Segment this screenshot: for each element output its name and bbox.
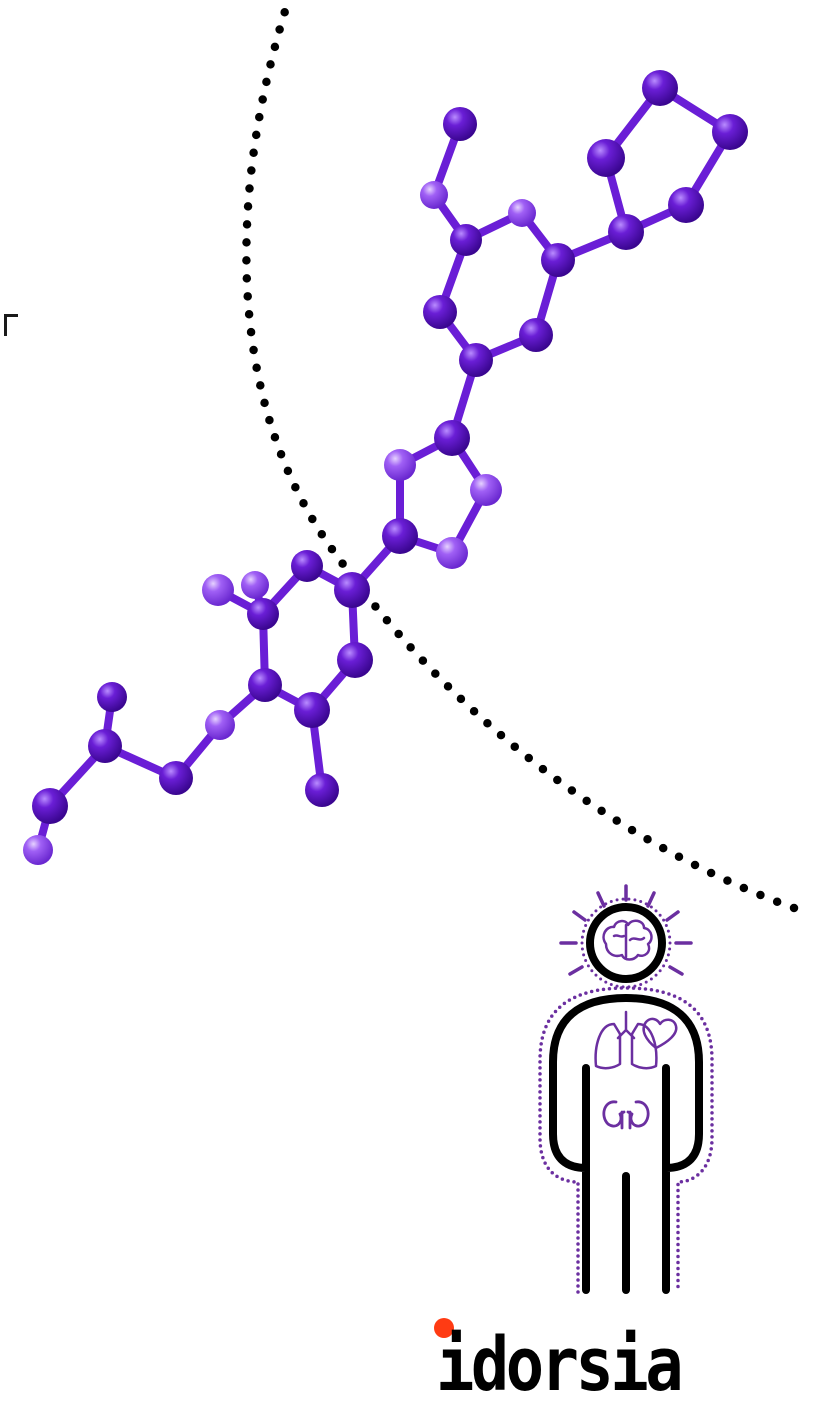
molecule-ball-and-stick-icon bbox=[23, 70, 748, 865]
molecule-atom bbox=[668, 187, 704, 223]
radiance-lines-icon bbox=[559, 884, 693, 976]
molecule-atom bbox=[436, 537, 468, 569]
molecule-atom bbox=[519, 318, 553, 352]
molecule-atom bbox=[305, 773, 339, 807]
molecule-atom bbox=[712, 114, 748, 150]
molecule-atom bbox=[423, 295, 457, 329]
molecule-atom bbox=[23, 835, 53, 865]
human-figure-icon bbox=[538, 884, 714, 1294]
molecule-atom bbox=[337, 642, 373, 678]
idorsia-logo: idorsia bbox=[434, 1318, 704, 1408]
brain-icon bbox=[602, 919, 653, 961]
logo-wordmark: idorsia bbox=[436, 1322, 684, 1408]
molecule-atom bbox=[247, 598, 279, 630]
aura-dotted-head bbox=[580, 897, 672, 989]
aura-dotted-outline bbox=[538, 986, 714, 1294]
molecule-atom bbox=[97, 682, 127, 712]
molecule-atom bbox=[608, 214, 644, 250]
molecule-atom bbox=[642, 70, 678, 106]
molecule-atom bbox=[334, 572, 370, 608]
molecule-atom bbox=[202, 574, 234, 606]
molecule-atom bbox=[248, 668, 282, 702]
molecule-atom bbox=[32, 788, 68, 824]
heart-icon bbox=[642, 1017, 678, 1050]
molecule-atom bbox=[508, 199, 536, 227]
molecule-atom bbox=[88, 729, 122, 763]
molecule-atom bbox=[434, 420, 470, 456]
kidneys-icon bbox=[602, 1100, 650, 1130]
logo-dot bbox=[434, 1318, 454, 1338]
molecule-atom bbox=[159, 761, 193, 795]
molecule-atom bbox=[450, 224, 482, 256]
orbit-dotted-arc bbox=[242, 0, 810, 917]
molecule-atom bbox=[420, 181, 448, 209]
lungs-icon bbox=[594, 1010, 658, 1070]
molecule-atom bbox=[459, 343, 493, 377]
molecule-atom bbox=[205, 710, 235, 740]
molecule-atom bbox=[291, 550, 323, 582]
corner-bracket-mark bbox=[4, 314, 18, 336]
molecule-atom bbox=[384, 449, 416, 481]
molecule-atom bbox=[294, 692, 330, 728]
molecule-atom bbox=[470, 474, 502, 506]
molecule-atom bbox=[241, 571, 269, 599]
molecule-atom bbox=[541, 243, 575, 277]
molecule-atom bbox=[443, 107, 477, 141]
molecule-atom bbox=[587, 139, 625, 177]
molecule-atom bbox=[382, 518, 418, 554]
